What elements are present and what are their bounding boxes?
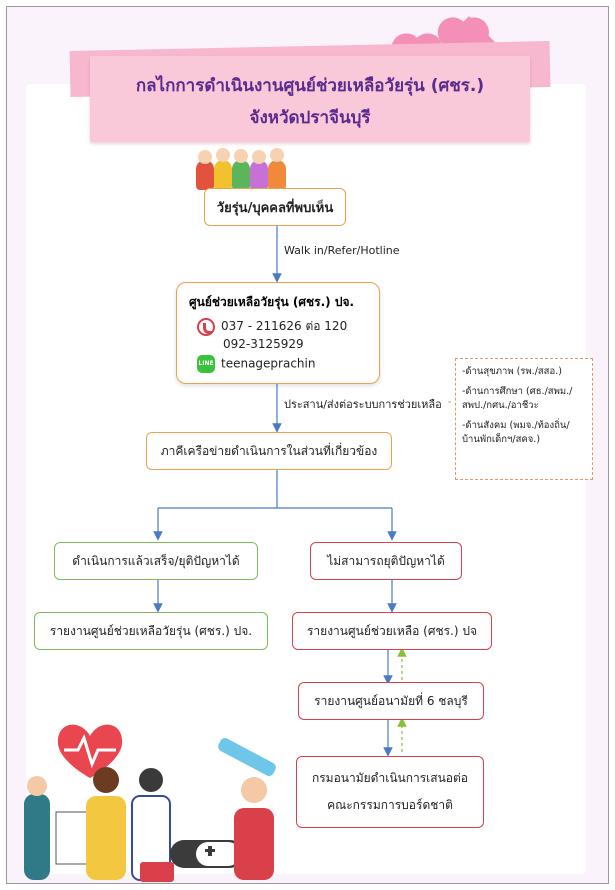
phone-row: 037 - 211626 ต่อ 120 — [197, 317, 347, 336]
partner-education: -ด้านการศึกษา (ศธ./สพม./สพป./กศน./อาชีวะ — [462, 386, 573, 411]
phone-number-2: 092-3125929 — [223, 337, 304, 351]
partner-health: -ด้านสุขภาพ (รพ./สสอ.) — [462, 366, 562, 377]
banner-title-line2: จังหวัดปราจีนบุรี — [249, 108, 371, 128]
center-title: ศูนย์ช่วยเหลือวัยรุ่น (ศชร.) ปจ. — [189, 295, 355, 309]
coordinate-edge-label: ประสาน/ส่งต่อระบบการช่วยเหลือ — [284, 398, 442, 411]
report-center-right-node: รายงานศูนย์ช่วยเหลือ (ศชร.) ปจ — [292, 612, 492, 650]
teen-person-label: วัยรุ่น/บุคคลที่พบเห็น — [216, 200, 334, 216]
network-partners-label: ภาคีเครือข่ายดำเนินการในส่วนที่เกี่ยวข้อ… — [160, 443, 378, 458]
department-line-1: กรมอนามัยดำเนินการเสนอต่อ — [311, 771, 469, 785]
partner-social: -ด้านสังคม (พมจ./ท้องถิ่น/บ้านพักเด็กฯ/ส… — [462, 420, 570, 445]
report-health-center-6-node: รายงานศูนย์อนามัยที่ 6 ชลบุรี — [298, 682, 484, 720]
line-id: teenageprachin — [221, 356, 316, 371]
report-health-center-6-label: รายงานศูนย์อนามัยที่ 6 ชลบุรี — [314, 693, 468, 708]
resolved-label: ดำเนินการแล้วเสร็จ/ยุติปัญหาได้ — [72, 553, 240, 568]
department-line-2: คณะกรรมการบอร์ดชาติ — [327, 798, 453, 812]
phone-icon — [197, 317, 215, 336]
report-center-right-label: รายงานศูนย์ช่วยเหลือ (ศชร.) ปจ — [306, 623, 477, 638]
teen-person-node: วัยรุ่น/บุคคลที่พบเห็น — [204, 188, 346, 226]
report-center-left-node: รายงานศูนย์ช่วยเหลือวัยรุ่น (ศชร.) ปจ. — [34, 612, 268, 650]
resolved-node: ดำเนินการแล้วเสร็จ/ยุติปัญหาได้ — [54, 542, 258, 580]
title-banner: กลไกการดำเนินงานศูนย์ช่วยเหลือวัยรุ่น (ศ… — [90, 56, 530, 142]
report-center-left-label: รายงานศูนย์ช่วยเหลือวัยรุ่น (ศชร.) ปจ. — [49, 623, 253, 638]
phone-number-1: 037 - 211626 ต่อ 120 — [221, 319, 348, 333]
network-partners-node: ภาคีเครือข่ายดำเนินการในส่วนที่เกี่ยวข้อ… — [146, 432, 392, 470]
line-app-icon: LINE — [197, 355, 215, 373]
teen-help-center-node: ศูนย์ช่วยเหลือวัยรุ่น (ศชร.) ปจ. 037 - 2… — [176, 282, 380, 384]
unresolved-node: ไม่สามารถยุติปัญหาได้ — [310, 542, 462, 580]
medical-staff-illustration — [24, 724, 276, 882]
intake-edge-label: Walk in/Refer/Hotline — [284, 244, 400, 257]
department-of-health-node: กรมอนามัยดำเนินการเสนอต่อ คณะกรรมการบอร์… — [296, 756, 484, 828]
teenagers-illustration — [192, 148, 294, 190]
line-row: LINE teenageprachin — [197, 355, 315, 373]
partners-note: -ด้านสุขภาพ (รพ./สสอ.) -ด้านการศึกษา (ศธ… — [455, 358, 593, 480]
banner-title-line1: กลไกการดำเนินงานศูนย์ช่วยเหลือวัยรุ่น (ศ… — [135, 76, 485, 96]
unresolved-label: ไม่สามารถยุติปัญหาได้ — [327, 553, 445, 568]
